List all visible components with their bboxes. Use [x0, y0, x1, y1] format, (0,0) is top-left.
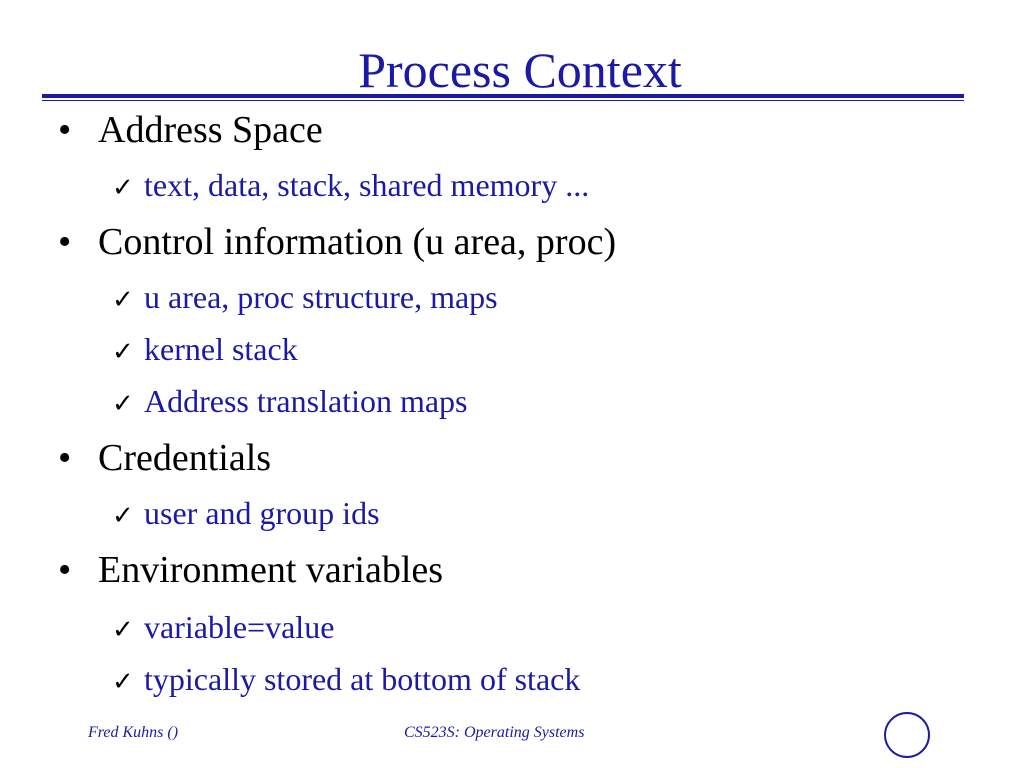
bullet-item-credentials: • Credentials — [58, 436, 271, 480]
bullet-icon: • — [58, 221, 72, 263]
subitem-text: text, data, stack, shared memory ... — [144, 167, 590, 203]
subitem-text: u area, proc structure, maps — [144, 279, 498, 315]
footer-course: CS523S: Operating Systems — [404, 724, 585, 741]
checkmark-icon: ✓ — [112, 389, 134, 419]
subitem-address-translation: ✓ Address translation maps — [112, 382, 468, 423]
bullet-text: Environment variables — [98, 549, 444, 591]
subitem-text: user and group ids — [144, 495, 380, 531]
checkmark-icon: ✓ — [112, 501, 134, 531]
checkmark-icon: ✓ — [112, 615, 134, 645]
title-underline-thick — [42, 94, 964, 98]
subitem-text: kernel stack — [144, 331, 298, 367]
bullet-icon: • — [58, 549, 72, 591]
bullet-item-address-space: • Address Space — [58, 108, 323, 152]
checkmark-icon: ✓ — [112, 173, 134, 203]
subitem-text-data-stack: ✓ text, data, stack, shared memory ... — [112, 166, 589, 207]
title-underline-thin — [42, 100, 964, 101]
checkmark-icon: ✓ — [112, 667, 134, 697]
bullet-icon: • — [58, 109, 72, 151]
checkmark-icon: ✓ — [112, 337, 134, 367]
subitem-variable-value: ✓ variable=value — [112, 608, 334, 649]
bullet-icon: • — [58, 437, 72, 479]
subitem-text: Address translation maps — [144, 383, 468, 419]
subitem-user-group-ids: ✓ user and group ids — [112, 494, 380, 535]
bullet-item-control-information: • Control information (u area, proc) — [58, 220, 616, 264]
slide-title: Process Context — [358, 42, 682, 98]
checkmark-icon: ✓ — [112, 285, 134, 315]
subitem-text: variable=value — [144, 609, 335, 645]
bullet-text: Address Space — [98, 109, 323, 151]
bullet-item-environment-variables: • Environment variables — [58, 548, 443, 592]
subitem-stored-bottom-stack: ✓ typically stored at bottom of stack — [112, 660, 580, 701]
bullet-text: Control information (u area, proc) — [98, 221, 617, 263]
subitem-u-area: ✓ u area, proc structure, maps — [112, 278, 498, 319]
footer-author: Fred Kuhns () — [88, 724, 179, 741]
subitem-text: typically stored at bottom of stack — [144, 661, 581, 697]
circle-logo-icon — [884, 712, 930, 758]
subitem-kernel-stack: ✓ kernel stack — [112, 330, 298, 371]
bullet-text: Credentials — [98, 437, 272, 479]
